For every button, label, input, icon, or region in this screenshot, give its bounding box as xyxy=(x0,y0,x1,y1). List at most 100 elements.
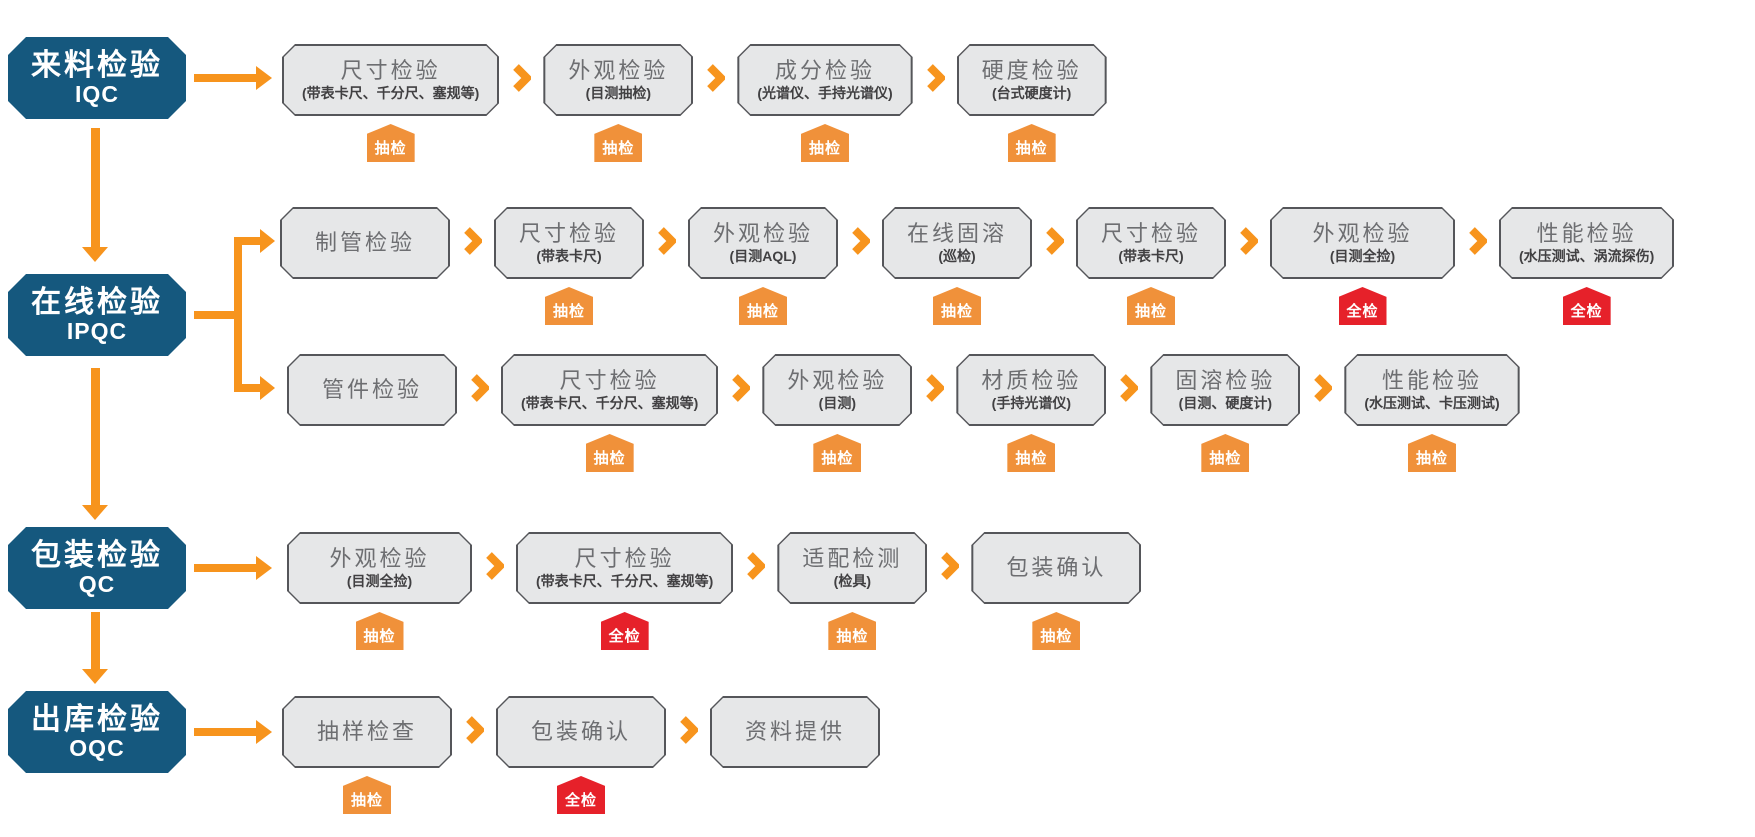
process-step: 成分检验 (光谱仪、手持光谱仪) 抽检 xyxy=(737,44,912,162)
chevron-right-icon xyxy=(511,64,532,92)
chevron-right-icon xyxy=(656,227,676,255)
step-subtitle: (目测、硬度计) xyxy=(1178,394,1272,411)
step-title: 硬度检验 xyxy=(981,58,1082,84)
process-step: 性能检验 (水压测试、卡压测试) 抽检 xyxy=(1344,354,1519,472)
badge-full-inspection: 全检 xyxy=(557,776,605,814)
process-step: 外观检验 (目测抽检) 抽检 xyxy=(543,44,693,162)
badge-full-inspection: 全检 xyxy=(1562,287,1611,325)
step-title: 管件检验 xyxy=(321,377,422,403)
badge-sampling: 抽检 xyxy=(343,776,391,814)
badge-sampling: 抽检 xyxy=(594,124,643,162)
step-box: 尺寸检验 (带表卡尺、千分尺、塞规等) xyxy=(501,354,718,426)
chevron-right-icon xyxy=(730,374,751,402)
process-step: 资料提供 xyxy=(710,696,880,768)
chevron-right-icon xyxy=(1312,374,1333,402)
badge-sampling: 抽检 xyxy=(355,612,404,650)
step-title: 固溶检验 xyxy=(1175,368,1276,394)
step-title: 尺寸检验 xyxy=(518,221,619,247)
step-title: 性能检验 xyxy=(1381,368,1482,394)
chevron-right-icon xyxy=(745,552,766,580)
step-title: 外观检验 xyxy=(1312,221,1413,247)
chevron-right-icon xyxy=(1118,374,1139,402)
step-subtitle: (目测) xyxy=(818,394,856,411)
step-title: 材质检验 xyxy=(981,368,1082,394)
chevron-right-icon xyxy=(705,64,726,92)
step-title: 包装确认 xyxy=(530,719,631,745)
stage-box-oqc: 出库检验 OQC xyxy=(8,691,186,773)
step-title: 包装确认 xyxy=(1006,555,1107,581)
process-step: 性能检验 (水压测试、涡流探伤) 全检 xyxy=(1499,207,1674,325)
step-title: 适配检测 xyxy=(802,546,903,572)
step-box: 包装确认 xyxy=(971,532,1141,604)
step-title: 资料提供 xyxy=(744,719,845,745)
badge-sampling: 抽检 xyxy=(585,434,634,472)
step-title: 尺寸检验 xyxy=(574,546,675,572)
stage-box-qc: 包装检验 QC xyxy=(8,527,186,609)
step-subtitle: (检具) xyxy=(833,572,871,589)
badge-full-inspection: 全检 xyxy=(600,612,649,650)
chevron-right-icon xyxy=(678,716,698,744)
process-row-oqc: 抽样检查 抽检 包装确认 全检 资料提供 xyxy=(282,696,880,814)
step-box: 制管检验 xyxy=(280,207,450,279)
process-step: 抽样检查 抽检 xyxy=(282,696,452,814)
badge-sampling: 抽检 xyxy=(739,287,787,325)
arrow-down-icon xyxy=(82,612,108,684)
process-step: 包装确认 抽检 xyxy=(971,532,1141,650)
step-box: 包装确认 xyxy=(496,696,666,768)
step-subtitle: (带表卡尺、千分尺、塞规等) xyxy=(521,394,699,411)
step-subtitle: (手持光谱仪) xyxy=(991,394,1071,411)
process-step: 在线固溶 (巡检) 抽检 xyxy=(882,207,1032,325)
process-step: 硬度检验 (台式硬度计) 抽检 xyxy=(957,44,1107,162)
badge-sampling: 抽检 xyxy=(800,124,849,162)
branch-line xyxy=(234,384,262,392)
branch-arrowhead-icon xyxy=(260,376,275,400)
step-title: 外观检验 xyxy=(568,58,669,84)
step-box: 适配检测 (检具) xyxy=(777,532,927,604)
step-box: 材质检验 (手持光谱仪) xyxy=(956,354,1106,426)
badge-sampling: 抽检 xyxy=(828,612,877,650)
process-step: 制管检验 xyxy=(280,207,450,279)
chevron-right-icon xyxy=(939,552,960,580)
chevron-right-icon xyxy=(469,374,489,402)
branch-line xyxy=(234,237,262,245)
stage-box-iqc: 来料检验 IQC xyxy=(8,37,186,119)
chevron-right-icon xyxy=(464,716,484,744)
process-step: 固溶检验 (目测、硬度计) 抽检 xyxy=(1150,354,1300,472)
branch-line xyxy=(234,237,242,392)
process-step: 尺寸检验 (带表卡尺、千分尺、塞规等) 抽检 xyxy=(501,354,718,472)
process-step: 包装确认 全检 xyxy=(496,696,666,814)
process-row-qc: 外观检验 (目测全捡) 抽检 尺寸检验 (带表卡尺、千分尺、塞规等) 全检 适配… xyxy=(287,532,1141,650)
chevron-right-icon xyxy=(924,374,945,402)
step-subtitle: (目测AQL) xyxy=(729,247,797,264)
process-step: 外观检验 (目测全捡) 抽检 xyxy=(287,532,472,650)
step-subtitle: (台式硬度计) xyxy=(991,84,1072,101)
step-box: 外观检验 (目测抽检) xyxy=(543,44,693,116)
step-title: 成分检验 xyxy=(774,58,875,84)
process-row-ipqc-pipe: 制管检验 尺寸检验 (带表卡尺) 抽检 外观检验 (目测AQL) 抽检 在线固溶… xyxy=(280,207,1674,325)
stage-title: 在线检验 xyxy=(31,285,163,319)
step-box: 尺寸检验 (带表卡尺) xyxy=(494,207,644,279)
step-subtitle: (水压测试、卡压测试) xyxy=(1364,394,1500,411)
step-subtitle: (巡检) xyxy=(938,247,976,264)
stage-box-ipqc: 在线检验 IPQC xyxy=(8,274,186,356)
stage-code: IPQC xyxy=(66,317,128,344)
badge-sampling: 抽检 xyxy=(366,124,415,162)
step-subtitle: (目测全捡) xyxy=(1329,247,1396,264)
process-step: 外观检验 (目测) 抽检 xyxy=(762,354,912,472)
chevron-right-icon xyxy=(484,552,504,580)
step-title: 外观检验 xyxy=(329,546,430,572)
arrow-right-icon xyxy=(194,66,272,90)
stage-title: 包装检验 xyxy=(31,538,163,572)
step-box: 外观检验 (目测) xyxy=(762,354,912,426)
step-box: 抽样检查 xyxy=(282,696,452,768)
chevron-right-icon xyxy=(1238,227,1258,255)
branch-arrowhead-icon xyxy=(260,229,275,253)
process-row-iqc: 尺寸检验 (带表卡尺、千分尺、塞规等) 抽检 外观检验 (目测抽检) 抽检 成分… xyxy=(282,44,1107,162)
step-box: 外观检验 (目测全捡) xyxy=(1270,207,1455,279)
process-step: 管件检验 xyxy=(287,354,457,426)
badge-sampling: 抽检 xyxy=(813,434,862,472)
step-box: 性能检验 (水压测试、卡压测试) xyxy=(1344,354,1519,426)
step-subtitle: (光谱仪、手持光谱仪) xyxy=(757,84,893,101)
step-subtitle: (带表卡尺、千分尺、塞规等) xyxy=(302,84,480,101)
badge-sampling: 抽检 xyxy=(1007,434,1056,472)
